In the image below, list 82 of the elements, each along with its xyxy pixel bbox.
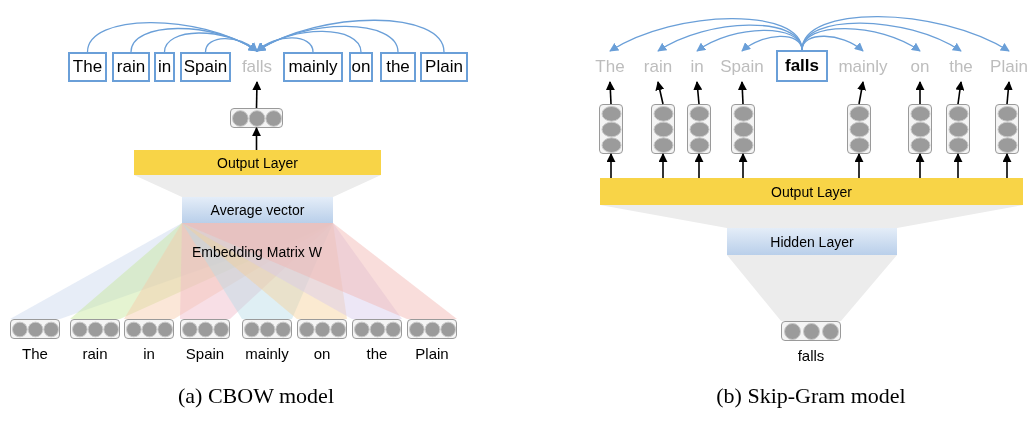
neuron-vector (10, 319, 60, 339)
arrow (256, 30, 362, 53)
arrow (915, 153, 925, 179)
neuron-vector (781, 321, 841, 341)
neuron-vector (995, 104, 1019, 154)
word-label: in (686, 52, 708, 82)
word-label: mainly (245, 345, 289, 362)
word-label: Plain (984, 52, 1034, 82)
arrow (741, 35, 803, 52)
layer-bar: Average vector (182, 197, 333, 223)
word-label: rain (638, 52, 678, 82)
word-label: Plain (415, 345, 449, 362)
neuron-vector (352, 319, 402, 339)
word-label: Spain (714, 52, 770, 82)
arrow (658, 153, 668, 179)
arrow (854, 153, 864, 179)
layer-bar: Output Layer (134, 150, 381, 175)
caption: (b) Skip-Gram model (716, 383, 906, 409)
word-box: in (154, 52, 175, 82)
arrow (801, 35, 864, 52)
arrow (657, 24, 803, 52)
neuron-vector (847, 104, 871, 154)
layer-bar: Output Layer (600, 178, 1023, 205)
arrow (252, 81, 262, 109)
matrix-label: Embedding Matrix W (192, 244, 322, 260)
word-box: The (68, 52, 107, 82)
neuron-vector (908, 104, 932, 154)
word-label: The (22, 345, 48, 362)
layer-bar: Hidden Layer (727, 228, 897, 255)
word-label: falls (238, 52, 276, 82)
word-box: on (349, 52, 373, 82)
word-label: on (313, 345, 331, 362)
word-label: in (143, 345, 155, 362)
arrow (1003, 81, 1013, 105)
caption: (a) CBOW model (178, 383, 334, 409)
arrow (955, 81, 965, 105)
arrow (252, 127, 261, 151)
word-box: the (380, 52, 416, 82)
arrow (606, 153, 616, 179)
arrow (694, 153, 704, 179)
neuron-vector (297, 319, 347, 339)
word-label: Spain (185, 345, 225, 362)
word-label: the (366, 345, 388, 362)
neuron-vector (731, 104, 755, 154)
word-label: mainly (831, 52, 895, 82)
arrow (953, 153, 963, 179)
neuron-vector (230, 108, 283, 128)
neuron-vector (70, 319, 120, 339)
arrow (915, 81, 925, 105)
arrow (609, 17, 803, 52)
neuron-vector (180, 319, 230, 339)
neuron-vector (687, 104, 711, 154)
word-label: The (590, 52, 630, 82)
word-box: falls (776, 50, 828, 82)
word-box: Spain (180, 52, 231, 82)
arrow (801, 27, 921, 52)
neuron-vector (124, 319, 174, 339)
word-label: on (906, 52, 934, 82)
arrow (1002, 153, 1012, 179)
arrow (256, 37, 314, 53)
arrow (605, 81, 615, 105)
word-label: rain (82, 345, 108, 362)
arrow (696, 29, 803, 52)
arrow (256, 19, 445, 53)
neuron-vector (651, 104, 675, 154)
word-box: Plain (420, 52, 468, 82)
arrow (801, 22, 962, 52)
word-box: mainly (283, 52, 343, 82)
arrow (857, 81, 866, 105)
arrow (737, 81, 747, 105)
arrow (204, 37, 258, 53)
neuron-vector (599, 104, 623, 154)
neuron-vector (242, 319, 292, 339)
word-label: falls (797, 347, 825, 364)
neuron-vector (407, 319, 457, 339)
neuron-vector (946, 104, 970, 154)
arrow (738, 153, 748, 179)
arrow (801, 15, 1010, 52)
word-box: rain (112, 52, 150, 82)
arrow (693, 81, 703, 105)
word-label: the (942, 52, 980, 82)
arrow (655, 81, 665, 105)
